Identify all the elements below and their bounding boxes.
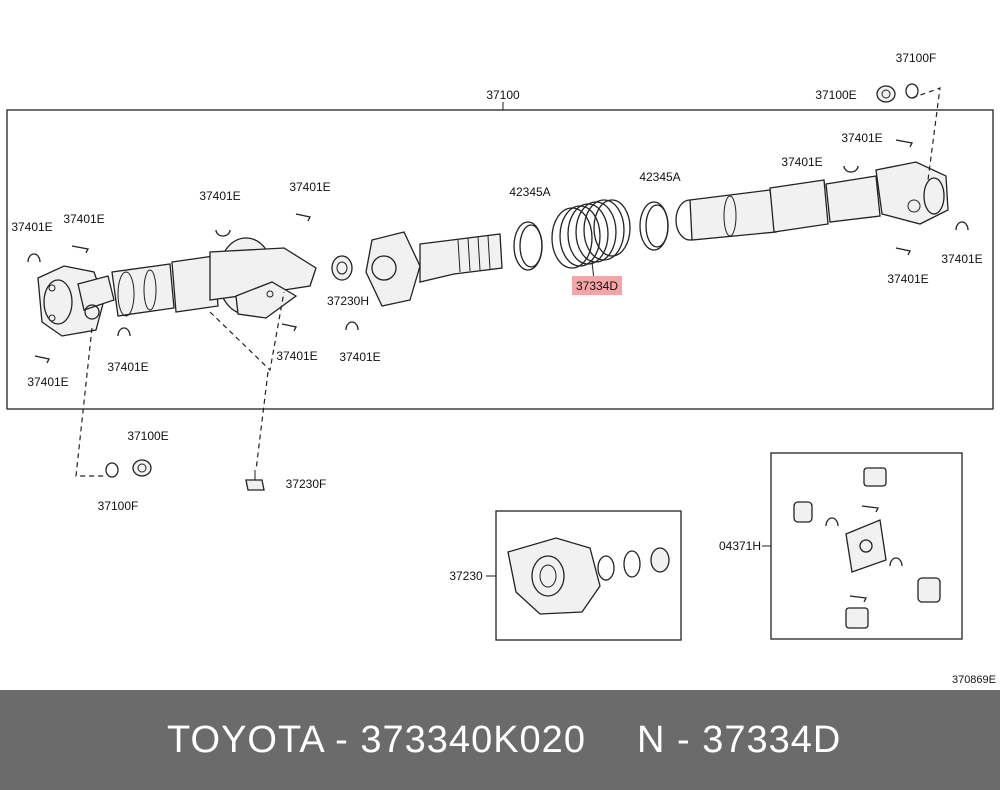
label-boot-clamp-1: 42345A bbox=[509, 185, 550, 199]
footer-part-number: TOYOTA - 373340K020 bbox=[167, 719, 586, 761]
center-bearing-main bbox=[209, 237, 317, 319]
front-nut-washer bbox=[75, 327, 152, 478]
middle-universal-joint bbox=[365, 231, 503, 307]
label-drawing-code: 370869E bbox=[952, 674, 996, 686]
label-bolt-f: 37230F bbox=[286, 477, 327, 491]
rear-flange-yoke bbox=[875, 161, 949, 225]
front-flange-yoke bbox=[37, 265, 115, 337]
footer-ref: N - 37334D bbox=[637, 719, 842, 761]
label-assembly: 37100 bbox=[486, 88, 520, 102]
label-clip-12: 37401E bbox=[887, 272, 928, 286]
label-37100e-bottom: 37100E bbox=[127, 429, 168, 443]
parts-diagram: 37100 37100F 37100E 37401E 37401E 37401E… bbox=[6, 51, 996, 686]
footer-bar: TOYOTA - 373340K020 N - 37334D bbox=[0, 690, 1000, 790]
label-clip-1: 37401E bbox=[841, 131, 882, 145]
label-center-bearing: 37230 bbox=[449, 569, 483, 583]
label-37100e-top: 37100E bbox=[815, 88, 856, 102]
label-clip-8: 37401E bbox=[339, 350, 380, 364]
spider-kit-detail bbox=[793, 467, 941, 629]
front-shaft-tube bbox=[111, 255, 219, 317]
assembly-frame bbox=[6, 109, 994, 410]
label-37100f-top: 37100F bbox=[896, 51, 937, 65]
label-clip-5: 37401E bbox=[63, 212, 104, 226]
bolt-37230f bbox=[209, 291, 285, 491]
bolt-37230h bbox=[331, 255, 353, 281]
boot-clamp-right bbox=[639, 201, 669, 251]
label-bolt-h: 37230H bbox=[327, 294, 369, 308]
label-clip-10: 37401E bbox=[27, 375, 68, 389]
label-clip-2: 37401E bbox=[781, 155, 822, 169]
label-clip-7: 37401E bbox=[276, 349, 317, 363]
label-clip-6: 37401E bbox=[11, 220, 52, 234]
label-clip-9: 37401E bbox=[107, 360, 148, 374]
label-clip-3: 37401E bbox=[289, 180, 330, 194]
clip-icons bbox=[27, 139, 969, 364]
highlight-box bbox=[572, 276, 622, 295]
label-boot: 37334D bbox=[576, 279, 618, 293]
label-clip-4: 37401E bbox=[199, 189, 240, 203]
label-spider-kit: 04371H bbox=[719, 539, 761, 553]
label-clip-11: 37401E bbox=[941, 252, 982, 266]
rear-nut-washer bbox=[876, 83, 941, 181]
label-boot-clamp-2: 42345A bbox=[639, 170, 680, 184]
boot-clamp-left bbox=[513, 221, 543, 271]
dust-boot bbox=[551, 199, 631, 281]
center-bearing-detail bbox=[507, 537, 670, 615]
rear-shaft-tube bbox=[675, 175, 881, 241]
label-37100f-bottom: 37100F bbox=[98, 499, 139, 513]
